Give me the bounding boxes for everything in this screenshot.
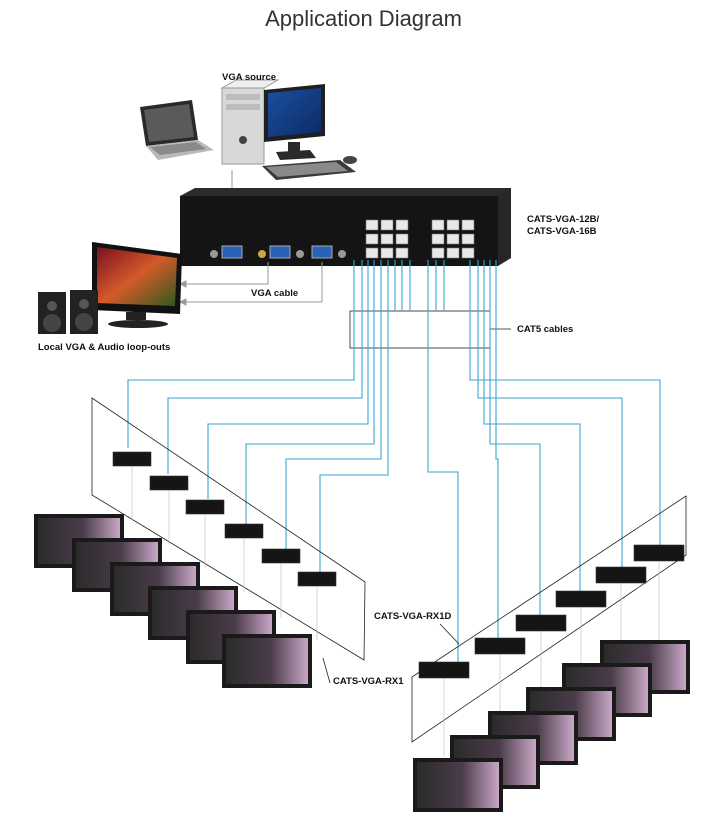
display-panel-icon bbox=[34, 514, 312, 688]
keyboard-icon bbox=[262, 156, 357, 180]
cat5-bundle-box bbox=[349, 310, 491, 349]
rx1d-label: CATS-VGA-RX1D bbox=[374, 611, 452, 622]
diagram-title: Application Diagram bbox=[265, 6, 462, 31]
local-loopout-label: Local VGA & Audio loop-outs bbox=[38, 342, 171, 353]
rx1-panel-outline bbox=[91, 397, 366, 661]
transmitter-label-line2: CATS-VGA-16B bbox=[527, 226, 597, 237]
cat5-cables-label: CAT5 cables bbox=[517, 324, 574, 335]
vga-cable-label: VGA cable bbox=[251, 288, 299, 299]
receiver-unit-icon bbox=[112, 451, 337, 587]
laptop-icon bbox=[140, 100, 214, 160]
display-panel-icon bbox=[413, 640, 690, 812]
monitor-icon bbox=[264, 84, 325, 160]
cat5-cables bbox=[127, 260, 661, 664]
receiver-unit-icon bbox=[418, 544, 685, 679]
desktop-pc-icon bbox=[220, 79, 280, 165]
vga-cable bbox=[178, 262, 323, 306]
rx1-label: CATS-VGA-RX1 bbox=[333, 676, 404, 687]
transmitter-label-line1: CATS-VGA-12B/ bbox=[527, 214, 600, 225]
speaker-icon bbox=[38, 290, 98, 334]
rx1d-panel-outline bbox=[411, 495, 687, 743]
tv-monitor-icon bbox=[92, 242, 182, 328]
transmitter-unit bbox=[180, 188, 511, 266]
vga-source-label: VGA source bbox=[222, 72, 277, 83]
